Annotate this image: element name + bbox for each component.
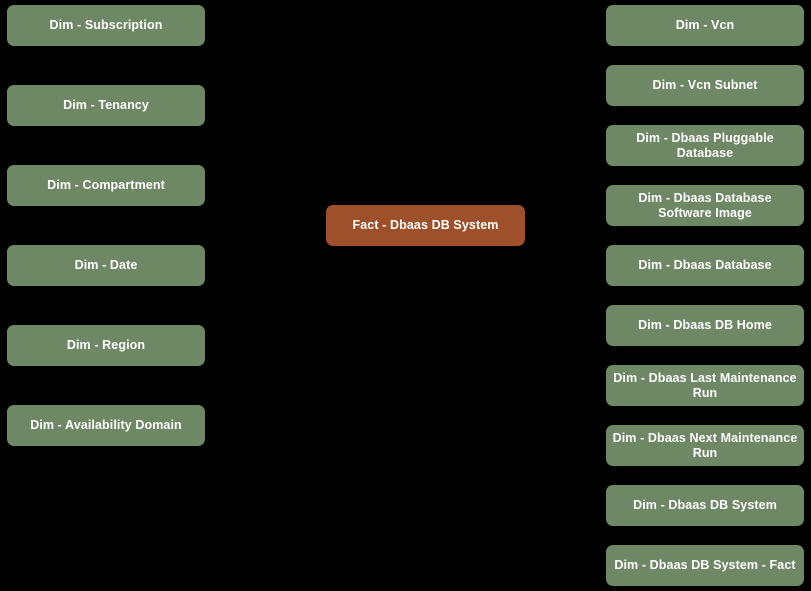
dimension-node-label: Dim - Subscription xyxy=(49,18,163,32)
dimension-node-label: Dim - Dbaas DB Home xyxy=(638,318,772,332)
dimension-node-region[interactable]: Dim - Region xyxy=(7,325,205,366)
dimension-node-dbaas-db-system[interactable]: Dim - Dbaas DB System xyxy=(606,485,804,526)
dimension-node-label: Dim - Dbaas Last Maintenance Run xyxy=(613,370,797,400)
dimension-node-dbaas-next-maintenance-run[interactable]: Dim - Dbaas Next Maintenance Run xyxy=(606,425,804,466)
fact-node-label: Fact - Dbaas DB System xyxy=(352,218,499,232)
dimension-node-tenancy[interactable]: Dim - Tenancy xyxy=(7,85,205,126)
dimension-node-label: Dim - Dbaas Next Maintenance Run xyxy=(612,430,798,460)
dimension-node-vcn[interactable]: Dim - Vcn xyxy=(606,5,804,46)
dimension-node-dbaas-last-maintenance-run[interactable]: Dim - Dbaas Last Maintenance Run xyxy=(606,365,804,406)
dimension-node-label: Dim - Dbaas Database xyxy=(638,258,772,272)
dimension-node-compartment[interactable]: Dim - Compartment xyxy=(7,165,205,206)
dimension-node-label: Dim - Vcn Subnet xyxy=(652,78,758,92)
dimension-node-date[interactable]: Dim - Date xyxy=(7,245,205,286)
dimension-node-label: Dim - Compartment xyxy=(47,178,165,192)
fact-node-dbaas-db-system[interactable]: Fact - Dbaas DB System xyxy=(326,205,525,246)
dimension-node-dbaas-db-system-fact[interactable]: Dim - Dbaas DB System - Fact xyxy=(606,545,804,586)
dimension-node-subscription[interactable]: Dim - Subscription xyxy=(7,5,205,46)
dimension-node-dbaas-database-software-image[interactable]: Dim - Dbaas Database Software Image xyxy=(606,185,804,226)
dimension-node-label: Dim - Tenancy xyxy=(63,98,149,112)
dimension-node-dbaas-db-home[interactable]: Dim - Dbaas DB Home xyxy=(606,305,804,346)
dimension-node-label: Dim - Dbaas DB System xyxy=(633,498,777,512)
dimension-node-label: Dim - Date xyxy=(74,258,138,272)
dimension-node-dbaas-database[interactable]: Dim - Dbaas Database xyxy=(606,245,804,286)
dimension-node-label: Dim - Dbaas Pluggable Database xyxy=(636,130,774,160)
dimension-node-availability-domain[interactable]: Dim - Availability Domain xyxy=(7,405,205,446)
dimension-node-dbaas-pluggable-database[interactable]: Dim - Dbaas Pluggable Database xyxy=(606,125,804,166)
dimension-node-label: Dim - Dbaas Database Software Image xyxy=(638,190,772,220)
dimension-node-label: Dim - Region xyxy=(66,338,146,352)
dimension-node-label: Dim - Availability Domain xyxy=(30,418,182,432)
dimension-node-label: Dim - Vcn xyxy=(675,18,735,32)
dimension-node-vcn-subnet[interactable]: Dim - Vcn Subnet xyxy=(606,65,804,106)
dimension-node-label: Dim - Dbaas DB System - Fact xyxy=(614,558,796,572)
